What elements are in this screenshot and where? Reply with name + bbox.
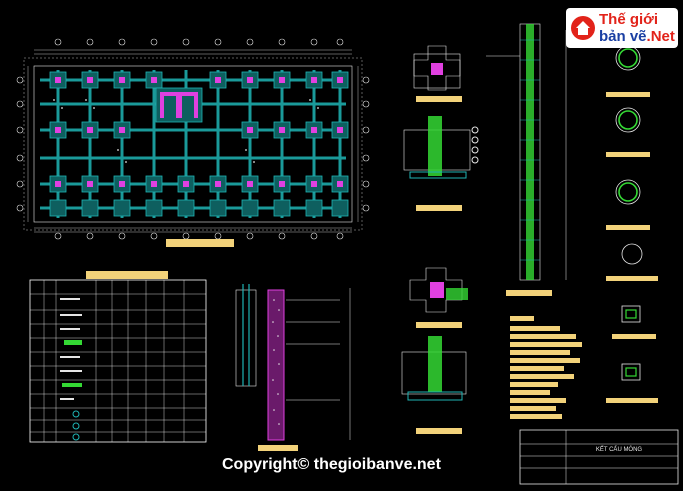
- grid-axis-bubbles: [16, 38, 370, 240]
- logo-line2-text: bản vẽ: [599, 28, 647, 45]
- logo-line2-suffix: .Net: [646, 28, 675, 45]
- logo-line2: bản vẽ.Net: [599, 28, 675, 45]
- footing-section-details: [401, 45, 479, 434]
- column-marks: [55, 77, 343, 187]
- general-notes: [510, 316, 582, 419]
- site-logo[interactable]: Thế giới bản vẽ.Net: [566, 8, 678, 48]
- sheet-title: KẾT CẤU MÓNG: [595, 447, 643, 453]
- rebar-schedule-table: [29, 271, 207, 443]
- logo-line1: Thế giới: [599, 11, 658, 28]
- title-block: [519, 429, 679, 485]
- column-elevation: [486, 23, 567, 296]
- house-icon: [571, 16, 595, 40]
- plan-title-label: [166, 239, 234, 247]
- copyright-watermark: Copyright© thegioibanve.net: [222, 456, 441, 473]
- foundation-plan: [16, 38, 370, 247]
- pile-detail: [235, 284, 351, 451]
- pile-cross-sections: [606, 45, 658, 403]
- core-walls: [155, 87, 203, 123]
